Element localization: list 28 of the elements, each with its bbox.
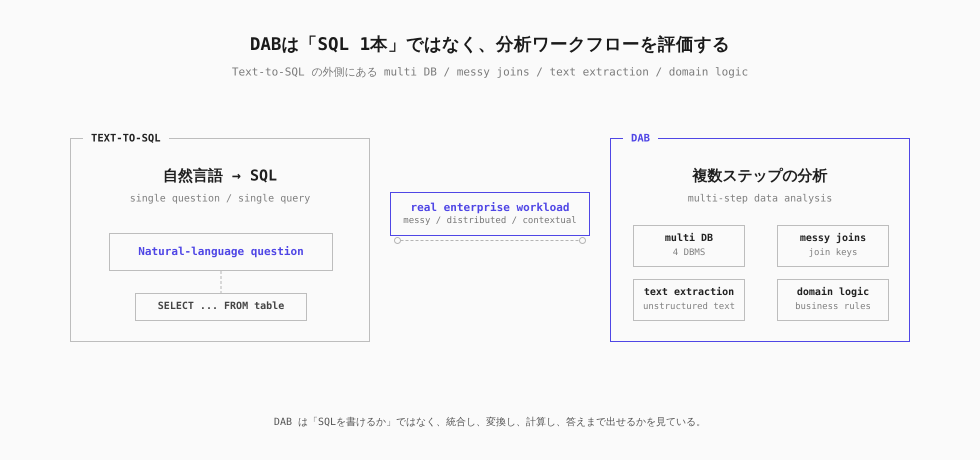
step-note: unstructured text [642, 302, 736, 313]
step-title: multi DB [664, 233, 714, 246]
panel-heading: 自然言語 → SQL [162, 166, 278, 186]
step-box [777, 225, 889, 267]
step-note: 4 DBMS [672, 248, 706, 259]
panel-subtitle: multi-step data analysis [688, 194, 832, 204]
sql-text: SELECT ... FROM table [158, 300, 284, 314]
panel-subtitle: single question / single query [130, 194, 310, 204]
question-box [109, 233, 333, 271]
workload-title: real enterprise workload [410, 200, 570, 214]
connector-line [220, 270, 222, 294]
step-box [633, 225, 745, 267]
panel-label: TEXT-TO-SQL [83, 132, 169, 145]
step-note: join keys [808, 248, 858, 259]
step-note: business rules [795, 302, 871, 313]
footer-note: DAB は「SQLを書けるか」ではなく、統合し、変換し、計算し、答えまで出せるかを見ている。 [274, 416, 706, 429]
panel-heading: 複数ステップの分析 [692, 166, 828, 186]
step-title: text extraction [644, 287, 734, 300]
subtitle: Text-to-SQL の外側にある multi DB / messy joins / text extraction / domain logic [232, 64, 748, 80]
step-title: messy joins [800, 233, 866, 246]
workload-note: messy / distributed / contextual [403, 216, 577, 228]
title: DABは「SQL 1本」ではなく、分析ワークフローを評価する [250, 34, 730, 56]
step-title: domain logic [796, 287, 870, 300]
step-box [633, 279, 745, 321]
question-text: Natural-language question [138, 245, 304, 259]
query-box [135, 293, 307, 321]
workload-box [390, 192, 590, 236]
step-box [777, 279, 889, 321]
